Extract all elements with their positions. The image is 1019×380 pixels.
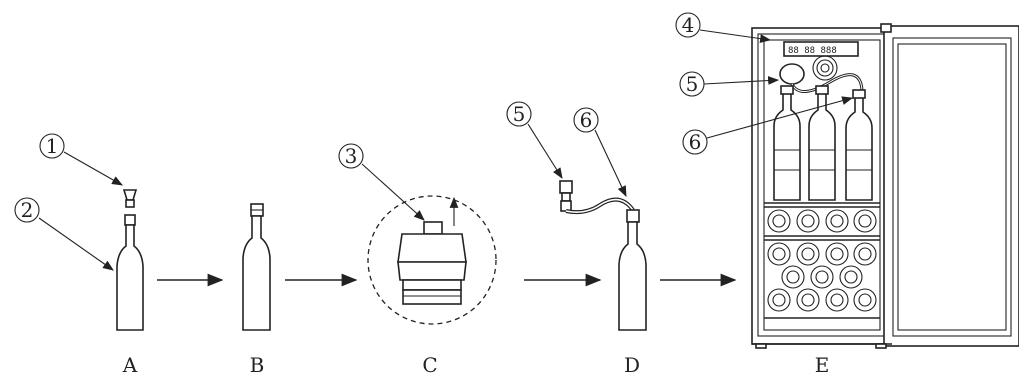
callout-6-d-number: 6 xyxy=(580,108,593,132)
callout-6-d: 6 xyxy=(573,107,627,197)
callout-5-d-number: 5 xyxy=(513,102,526,126)
callout-5-e: 5 xyxy=(679,71,780,97)
stage-label-e: E xyxy=(815,353,830,377)
callout-3: 3 xyxy=(338,143,425,221)
stage-label-d: D xyxy=(624,353,640,377)
horizontal-bottles xyxy=(767,209,877,312)
fan-icon xyxy=(812,55,838,81)
stopper-cap-icon xyxy=(397,233,467,263)
bottle-b-icon xyxy=(242,215,271,331)
upright-bottles xyxy=(773,85,873,201)
stage-label-c: C xyxy=(422,353,437,377)
callout-1: 1 xyxy=(39,133,123,186)
callout-6-e: 6 xyxy=(682,96,854,155)
callout-5-e-number: 5 xyxy=(686,72,699,96)
stage-c-detail xyxy=(367,195,497,325)
callout-2: 2 xyxy=(14,197,114,271)
callout-3-number: 3 xyxy=(345,144,358,168)
callout-2-number: 2 xyxy=(21,198,34,222)
callout-4: 4 xyxy=(675,12,772,43)
callout-6-e-number: 6 xyxy=(689,130,702,154)
callout-5-d: 5 xyxy=(506,101,563,179)
callout-1-number: 1 xyxy=(46,134,59,158)
stage-label-b: B xyxy=(250,353,265,377)
callout-4-number: 4 xyxy=(682,13,695,37)
bottle-d-icon xyxy=(618,221,647,331)
zoom-circle xyxy=(367,195,497,325)
stage-e-wine-cooler: 88 88 888 xyxy=(751,23,1019,349)
control-panel xyxy=(783,41,859,57)
stage-label-a: A xyxy=(122,353,138,377)
door xyxy=(883,25,1019,347)
connector-icon xyxy=(559,180,573,194)
stage-a-bottle xyxy=(116,189,144,331)
display-readout: 88 88 888 xyxy=(788,46,837,56)
stage-b-bottle xyxy=(242,203,271,331)
stopper-icon xyxy=(122,189,138,201)
bottle-a-icon xyxy=(116,224,144,331)
stage-d-bottle xyxy=(559,180,647,331)
